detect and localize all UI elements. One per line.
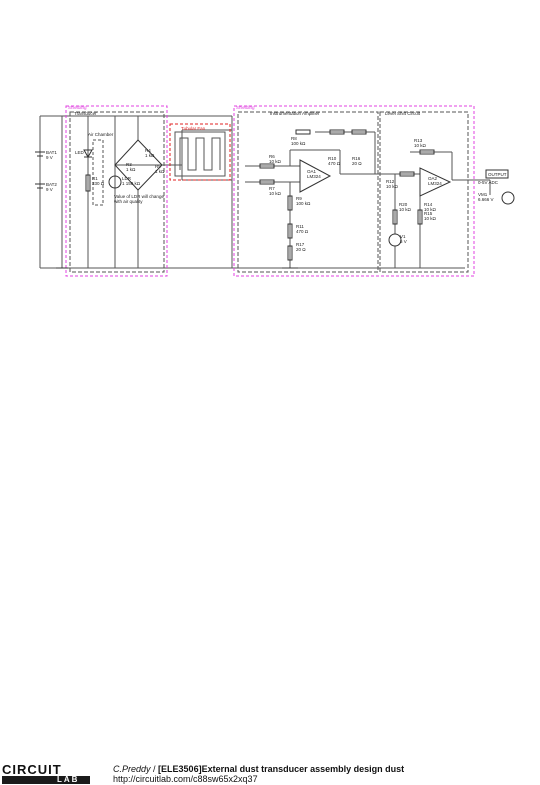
r12-name: R12 [386, 179, 395, 184]
r13-name: R13 [414, 138, 423, 143]
output-label: OUTPUT [488, 172, 507, 177]
ldr-name: LDR [122, 176, 132, 181]
r15-value: 10 kΩ [424, 216, 437, 221]
r1-value: 330 Ω [92, 181, 105, 186]
led-label: LED [75, 150, 85, 155]
led-icon [83, 149, 93, 159]
r10-value: 470 Ω [328, 161, 341, 166]
bat2-name: BAT2 [46, 182, 57, 187]
oa1-value: LM324 [307, 174, 321, 179]
oa1-name: OA1 [307, 169, 317, 174]
tube-title: Tubular Fan [181, 126, 206, 131]
r20-name: R20 [399, 202, 408, 207]
ldr-icon [108, 175, 122, 189]
air-chamber-label: Air Chamber [88, 132, 114, 137]
transducer-box [69, 111, 165, 273]
r9-name: R9 [296, 196, 302, 201]
r6-value: 10 kΩ [269, 159, 282, 164]
circuit-url[interactable]: http://circuitlab.com/c88sw65x2xq37 [113, 774, 258, 784]
oa2-name: OA2 [428, 176, 438, 181]
op-amp-2-icon [419, 167, 452, 197]
shift-title: Level Shift Circuit [385, 111, 421, 116]
shield-boxes [65, 105, 475, 277]
footer: CIRCUIT LAB C.Preddy / [ELE3506]External… [0, 380, 540, 784]
r17-name: R17 [296, 242, 305, 247]
amplifier-box [237, 111, 379, 273]
fan-tube-icon [179, 137, 221, 171]
voltmeter-icon [501, 191, 515, 205]
ldr-note-line2: with air quality [114, 199, 143, 204]
v1-source-icon [388, 233, 402, 247]
r6-name: R6 [269, 154, 275, 159]
transducer-title: Transducer [74, 111, 97, 116]
vm1-name: VM1 [478, 192, 488, 197]
r11-name: R11 [296, 224, 304, 229]
r3-name: R3 [126, 162, 132, 167]
output-flag-icon [485, 169, 509, 179]
circuit-title[interactable]: [ELE3506]External dust transducer assemb… [158, 764, 405, 774]
r15-name: R15 [424, 211, 433, 216]
bat1-name: BAT1 [46, 150, 57, 155]
r16-name: R16 [352, 156, 361, 161]
r12-value: 10 kΩ [386, 184, 399, 189]
resistor-icons [259, 129, 435, 261]
level-shift-box [379, 111, 469, 273]
bat2-value: 9 V [46, 187, 53, 192]
r17-value: 20 Ω [296, 247, 306, 252]
r11-value: 470 Ω [296, 229, 309, 234]
r7-name: R7 [269, 186, 275, 191]
r4-value: 1 kΩ [145, 153, 155, 158]
battery-icon [35, 151, 45, 189]
r1-resistor-icon [85, 174, 91, 192]
adc-label: 0-5V ADC [478, 180, 499, 185]
r16-value: 20 Ω [352, 161, 362, 166]
amp-title: Instrumentation Amplifier [270, 111, 320, 116]
op-amp-1-icon [299, 159, 332, 193]
r3-value: 1 kΩ [126, 167, 136, 172]
r13-value: 10 kΩ [414, 143, 427, 148]
r5-value: 1 kΩ [155, 169, 165, 174]
schematic-svg: Shielding Transducer Shielding Instrumen… [35, 105, 515, 277]
schematic-canvas[interactable]: Shielding Transducer Shielding Instrumen… [0, 0, 540, 380]
logo-word-circuit: CIRCUIT [2, 762, 62, 777]
r8-name: R8 [291, 136, 297, 141]
r9-value: 100 kΩ [296, 201, 311, 206]
circuit-title-line: C.Preddy / [ELE3506]External dust transd… [113, 764, 404, 774]
fan-shield [169, 123, 231, 181]
r14-value: 10 kΩ [424, 207, 437, 212]
author-link[interactable]: C.Preddy [113, 764, 151, 774]
r5-name: R5 [155, 164, 161, 169]
circuitlab-logo[interactable]: CIRCUIT LAB [2, 762, 94, 784]
ldr-value: 1 150 kΩ [122, 181, 141, 186]
r7-value: 10 kΩ [269, 191, 282, 196]
r10-name: R10 [328, 156, 337, 161]
v1-value: 5 V [400, 239, 407, 244]
bridge-icon [114, 139, 163, 191]
oa2-value: LM324 [428, 181, 442, 186]
r20-value: 10 kΩ [399, 207, 412, 212]
vm1-value: 6.666 V [478, 197, 494, 202]
logo-word-lab: LAB [57, 775, 80, 784]
r4-name: R4 [145, 148, 151, 153]
fan-box [174, 131, 226, 177]
ldr-note-line1: Value of LDR will change [114, 194, 164, 199]
air-chamber-box [92, 139, 104, 206]
r8-value: 100 kΩ [291, 141, 306, 146]
v1-name: V1 [400, 234, 406, 239]
bat1-value: 9 V [46, 155, 53, 160]
r1-name: R1 [92, 176, 98, 181]
right-shield-tag: Shielding [236, 105, 255, 110]
r14-name: R14 [424, 202, 433, 207]
left-shield-tag: Shielding [68, 105, 87, 110]
title-separator: / [150, 764, 159, 774]
